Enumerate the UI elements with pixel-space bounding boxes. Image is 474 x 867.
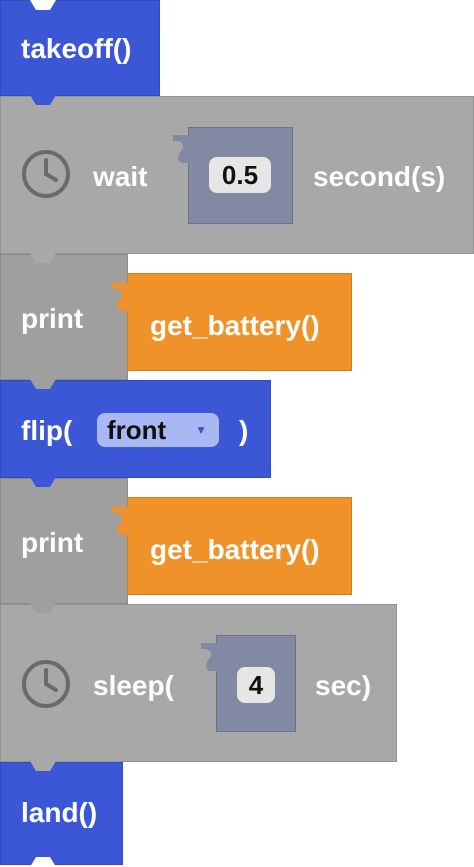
takeoff-block[interactable]: takeoff(): [0, 0, 160, 96]
triangle-down-icon: ▼: [195, 423, 207, 437]
slot-tab: [173, 135, 189, 163]
wait-block[interactable]: wait 0.5 second(s): [0, 96, 474, 254]
value-tab: [112, 283, 128, 311]
get-battery-block[interactable]: get_battery(): [127, 273, 352, 371]
flip-direction-value: front: [107, 415, 167, 445]
block-connector-notch: [30, 603, 56, 615]
takeoff-label: takeoff(): [21, 33, 132, 64]
get-battery-label: get_battery(): [150, 534, 320, 565]
block-connector-notch: [30, 855, 56, 867]
block-connector-notch: [30, 95, 56, 107]
land-block[interactable]: land(): [0, 762, 123, 865]
clock-icon: [22, 660, 70, 708]
block-connector-notch: [30, 379, 56, 391]
print-label: print: [21, 303, 84, 334]
value-tab: [112, 507, 128, 535]
get-battery-label: get_battery(): [150, 310, 320, 341]
sleep-value-slot[interactable]: 4: [216, 635, 296, 732]
flip-label: flip(: [21, 415, 73, 446]
flip-block[interactable]: flip( front ▼ ): [0, 380, 271, 478]
print-block[interactable]: print: [0, 254, 128, 380]
sleep-unit-label: sec): [315, 670, 372, 701]
sleep-block[interactable]: sleep( 4 sec): [0, 604, 397, 762]
slot-tab: [201, 643, 217, 671]
block-connector-notch: [30, 761, 56, 773]
flip-close-paren: ): [239, 415, 249, 446]
sleep-label: sleep(: [93, 670, 174, 701]
block-connector-notch: [30, 0, 56, 12]
print-block[interactable]: print: [0, 478, 128, 604]
get-battery-block[interactable]: get_battery(): [127, 497, 352, 595]
land-label: land(): [21, 797, 98, 828]
wait-label: wait: [93, 161, 148, 192]
clock-icon: [22, 150, 70, 198]
wait-value-input[interactable]: 0.5: [209, 157, 271, 193]
wait-unit-label: second(s): [313, 161, 446, 192]
flip-direction-dropdown[interactable]: front ▼: [97, 413, 219, 447]
wait-value-slot[interactable]: 0.5: [188, 127, 293, 224]
sleep-value-input[interactable]: 4: [237, 667, 275, 703]
print-label: print: [21, 527, 84, 558]
block-connector-notch: [30, 253, 56, 265]
block-connector-notch: [30, 477, 56, 489]
